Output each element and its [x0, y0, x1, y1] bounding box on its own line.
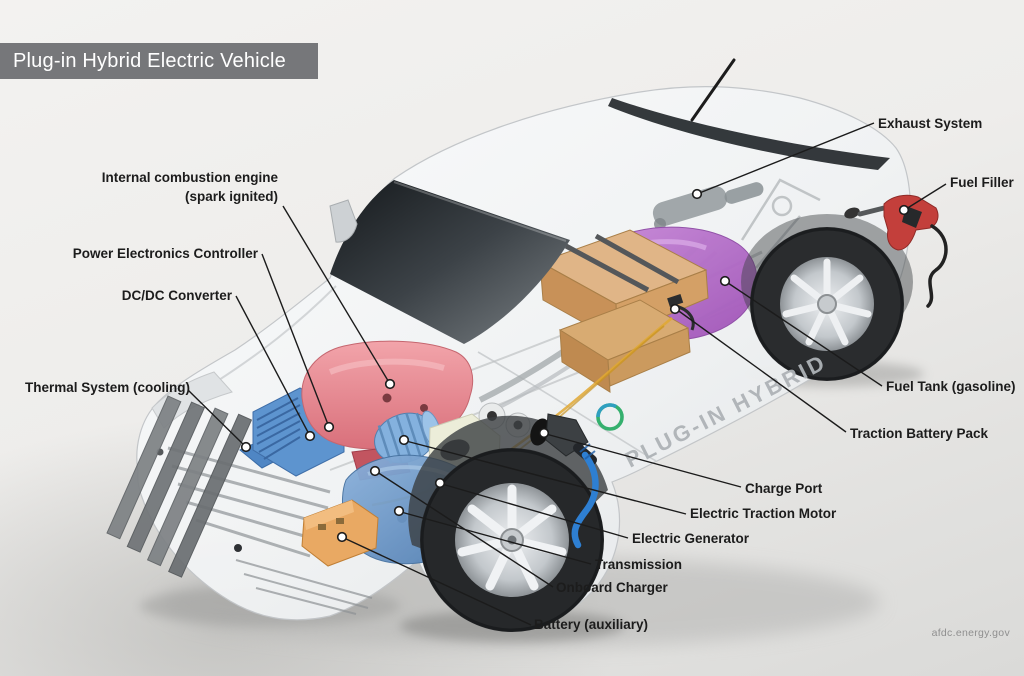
label-internal-combustion-engine: Internal combustion engine (spark ignite… [101, 170, 278, 204]
source-credit: afdc.energy.gov [931, 627, 1010, 639]
leader-exhaust-system [691, 122, 875, 200]
leader-fuel-tank [719, 275, 883, 387]
leader-charge-port [538, 427, 742, 488]
leader-lines [187, 122, 947, 626]
label-power-electronics-controller: Power Electronics Controller [72, 246, 258, 261]
label-electric-traction-motor: Electric Traction Motor [690, 506, 837, 521]
label-charge-port: Charge Port [745, 481, 823, 496]
label-traction-battery-pack: Traction Battery Pack [850, 426, 989, 441]
windshield [330, 180, 570, 344]
label-fuel-filler: Fuel Filler [950, 175, 1014, 190]
leader-onboard-charger [369, 465, 554, 588]
leader-thermal-system [187, 389, 252, 453]
side-mirror [329, 199, 358, 243]
radiator-part [106, 395, 253, 578]
leader-transmission [393, 505, 592, 565]
leader-electric-traction-motor [398, 434, 687, 515]
traction-battery-part [538, 229, 709, 393]
label-electric-generator: Electric Generator [632, 531, 750, 546]
leader-traction-battery-pack [669, 303, 847, 433]
fuel-nozzle [844, 194, 948, 308]
label-dc-dc-converter: DC/DC Converter [121, 288, 232, 303]
rear-suspension [740, 178, 821, 269]
leader-electric-generator [434, 477, 629, 539]
front-wheel [408, 415, 608, 632]
label-battery-auxiliary: Battery (auxiliary) [534, 617, 649, 632]
label-transmission: Transmission [595, 557, 683, 572]
label-onboard-charger: Onboard Charger [556, 580, 668, 595]
rear-deck-trim [608, 98, 890, 170]
leader-battery-auxiliary [336, 531, 532, 626]
label-thermal-system: Thermal System (cooling) [24, 380, 190, 395]
title-banner: Plug-in Hybrid Electric Vehicle [0, 43, 318, 79]
label-exhaust-system: Exhaust System [878, 116, 983, 131]
antenna [690, 58, 736, 122]
leader-internal-combustion-engine [282, 205, 396, 390]
leader-power-electronics-controller [261, 253, 335, 433]
label-fuel-tank: Fuel Tank (gasoline) [886, 379, 1016, 394]
lower-grille-mesh [235, 559, 373, 615]
leader-dc-dc-converter [235, 295, 316, 442]
leader-fuel-filler [898, 183, 947, 216]
rear-wheel [741, 214, 913, 381]
